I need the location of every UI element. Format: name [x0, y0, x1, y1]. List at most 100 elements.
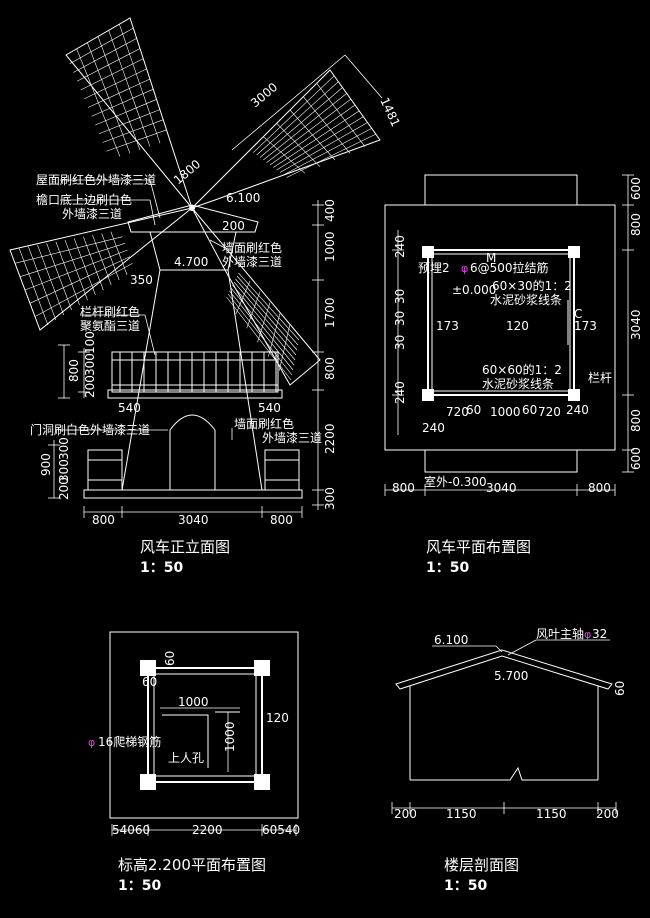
plan-strip1-line2: 水泥砂浆线条 — [490, 292, 562, 307]
plan2200-column — [140, 774, 156, 790]
dim-bottom-800-right: 800 — [270, 513, 293, 527]
plan-dim-left-240-top: 240 — [393, 235, 407, 258]
plan2200-bottom-mid: 2200 — [192, 823, 223, 837]
plan-dim-left-30c: 30 — [393, 335, 407, 350]
section-title: 楼层剖面图 — [444, 856, 519, 874]
plan-dim-left-30b: 30 — [393, 311, 407, 326]
plan-dim-right-800-top: 800 — [629, 213, 643, 236]
plan-dim-173-right: 173 — [574, 319, 597, 333]
dim-top-level: 6.100 — [226, 191, 260, 205]
plan-inner-240-right: 240 — [566, 403, 589, 417]
section-bottom-1150-right: 1150 — [536, 807, 567, 821]
dim-right-1000: 1000 — [323, 231, 337, 262]
windmill-roof — [127, 204, 259, 233]
floor-section: 6.100 风叶主轴 φ 32 5.700 60 200 1150 1150 2… — [391, 626, 627, 894]
plan-inner-240-left: 240 — [422, 421, 445, 435]
plan-column — [568, 246, 580, 258]
plan-label-m: M — [486, 251, 496, 265]
dim-200: 200 — [222, 219, 245, 233]
dim-rail-300: 300 — [83, 353, 97, 376]
windmill-elevation: 屋面刷红色外墙漆三道 檐口底上边刷白色 外墙漆三道 墙面刷红色 外墙漆三道 栏杆… — [9, 17, 403, 576]
plan-inner-720-right: 720 — [538, 405, 561, 419]
plan2200-bottom-left: 54060 — [112, 823, 150, 837]
plan2200-outline — [109, 631, 299, 819]
base-platform — [83, 489, 303, 499]
dim-right-1700: 1700 — [323, 297, 337, 328]
plan-scale: 1：50 — [426, 560, 469, 576]
dim-blade-length: 3000 — [248, 80, 280, 110]
plan-title: 风车平面布置图 — [426, 538, 531, 556]
plan-bottom-3040: 3040 — [486, 481, 517, 495]
plan2200-title: 标高2.200平面布置图 — [118, 856, 266, 874]
plan-dim-right-3040: 3040 — [629, 309, 643, 340]
plan-inner-60-left: 60 — [466, 403, 481, 417]
windmill-blade-lower-left — [9, 207, 193, 331]
section-top-level: 6.100 — [434, 633, 468, 647]
dim-base-900: 900 — [39, 453, 53, 476]
dim-350: 350 — [130, 273, 153, 287]
plan-dim-173-left: 173 — [436, 319, 459, 333]
plan2200-dim-120: 120 — [266, 711, 289, 725]
plan-bottom-step — [424, 449, 578, 473]
plan-dim-left-30a: 30 — [393, 289, 407, 304]
dim-rail-200: 200 — [83, 375, 97, 398]
plan-rebar-text: 6@500拉结筋 — [470, 260, 549, 275]
section-roof — [395, 649, 613, 690]
plan-dim-120: 120 — [506, 319, 529, 333]
plan2200-column — [140, 660, 156, 676]
note-wall-paint-upper-2: 外墙漆三道 — [222, 255, 282, 269]
dim-bottom-800-left: 800 — [92, 513, 115, 527]
plan-dim-right-600-bottom: 600 — [629, 447, 643, 470]
note-wall-paint-upper-1: 墙面刷红色 — [222, 240, 282, 255]
side-fence-left — [87, 449, 123, 491]
plan2200-column — [254, 660, 270, 676]
plan2200-wall — [147, 667, 263, 783]
plan-bottom-800-left: 800 — [392, 481, 415, 495]
section-scale: 1：50 — [444, 878, 487, 894]
note-eave-paint-1: 檐口底上边刷白色 — [36, 192, 132, 207]
plan2200-hatch-label: 上人孔 — [168, 751, 204, 765]
section-axis-prefix: 风叶主轴 — [536, 626, 584, 641]
plan-inner-720-left: 720 — [446, 405, 469, 419]
door-opening — [169, 414, 216, 490]
plan2200-column — [254, 774, 270, 790]
section-ground — [410, 766, 598, 781]
note-door-paint: 门洞刷白色外墙漆三道 — [30, 422, 150, 437]
plan2200-dim-1000-h: 1000 — [178, 695, 209, 709]
plan-inner-1000: 1000 — [490, 405, 521, 419]
balcony-railing — [107, 351, 283, 399]
plan-outdoor-level: 室外-0.300 — [424, 474, 487, 489]
note-roof-paint: 屋面刷红色外墙漆三道 — [36, 172, 156, 187]
dim-hub: 1800 — [171, 157, 203, 187]
windmill-hub — [189, 205, 195, 211]
plan2200-ladder-label: 16爬梯钢筋 — [98, 734, 161, 749]
plan2200-dim-60-left: 60 — [142, 675, 157, 689]
dim-base-300b: 300 — [57, 459, 71, 482]
plan-label-c: C — [574, 307, 582, 321]
section-bottom-1150-left: 1150 — [446, 807, 477, 821]
plan2200-dim-1000-v: 1000 — [223, 721, 237, 752]
note-wall-paint-lower-2: 外墙漆三道 — [262, 431, 322, 445]
dim-right-300: 300 — [323, 487, 337, 510]
dim-right-800: 800 — [323, 357, 337, 380]
plan-dim-right-600-top: 600 — [629, 177, 643, 200]
dim-right-2200: 2200 — [323, 423, 337, 454]
note-eave-paint-2: 外墙漆三道 — [62, 207, 122, 221]
elevation-scale: 1：50 — [140, 560, 183, 576]
dim-540-left: 540 — [118, 401, 141, 415]
dim-right-400: 400 — [323, 199, 337, 222]
plan-railing: 栏杆 — [588, 370, 612, 385]
note-rail-paint-1: 栏杆刷红色 — [80, 304, 140, 319]
level-2200-plan: 60 60 1000 120 1000 φ 16爬梯钢筋 上人孔 54060 2… — [88, 631, 300, 894]
side-fence-right — [264, 449, 300, 491]
plan-rebar-prefix: 预埋2 — [418, 261, 450, 275]
plan2200-scale: 1：50 — [118, 878, 161, 894]
plan-column — [568, 389, 580, 401]
plan2200-dim-60-top: 60 — [163, 651, 177, 666]
dim-bottom-3040: 3040 — [178, 513, 209, 527]
dim-rail-800: 800 — [67, 359, 81, 382]
plan-bottom-800-right: 800 — [588, 481, 611, 495]
section-bottom-200-right: 200 — [596, 807, 619, 821]
plan-strip1-line1: 60×30的1：2 — [492, 278, 572, 293]
